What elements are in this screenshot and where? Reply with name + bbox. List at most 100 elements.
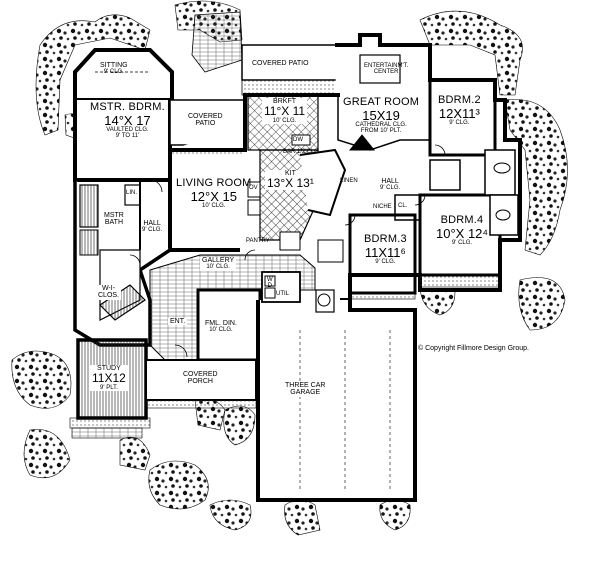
formal-dining-name: FML. DIN. [205,320,237,327]
living-room-label: LIVING ROOM 12°X 15 10' CLG. [176,177,252,210]
great-room-label: GREAT ROOM 15X19 CATHEDRAL CLG. FROM 10'… [343,96,420,135]
niche-label: NICHE [373,204,392,210]
oven-label: OV [249,185,258,191]
niche-name: NICHE [373,204,392,210]
study-label: STUDY 11X12 9' PLT. [90,365,128,392]
garage-name: THREE CAR [285,382,326,389]
bedroom2-label: BDRM.2 12X11³ 9' CLG. [438,94,481,126]
breakfast-dims: 11°X 11 [264,104,306,119]
study-dims: 11X12 [92,371,126,386]
master-suite [73,48,174,182]
right-patio-edges [349,274,501,300]
bedroom3-ceiling: 9' CLG. [375,259,396,266]
bedroom4-dims: 10°X 12⁴ [436,225,488,241]
right-bedrooms [348,78,519,295]
master-bath-name2: BATH [104,219,123,227]
bedroom3-name: BDRM.3 [364,233,407,245]
hall-left-name: HALL [143,220,161,227]
fixtures [247,181,344,307]
study-name: STUDY [97,365,121,372]
closet-name: CL. [398,203,408,209]
closet-label: CL. [398,203,407,209]
washer-dryer-label: W D [267,277,273,290]
sitting-name: SITTING [100,62,128,69]
hall-right-label: HALL 9' CLG. [380,178,400,192]
master-bath-name: MSTR [104,212,124,219]
great-room-ceiling-note: FROM 10' PLT. [360,128,402,135]
kitchen-name: KIT [284,170,296,177]
bedroom2-dims: 12X11³ [438,105,480,121]
copyright-notice: © Copyright Fillmore Design Group. [418,345,529,352]
utility-label: UTIL [276,291,289,297]
lin-name: LIN. [126,190,138,196]
hall-right-name: HALL [381,178,399,185]
entertainment-center-label: ENTERTAINM'T. CENTER [364,63,408,76]
kitchen-dims: 13°X 13¹ [267,176,314,191]
master-bath-label: MSTR BATH [102,212,126,227]
washer-name: W [267,277,273,283]
bedroom2-name: BDRM.2 [438,94,481,106]
door-swings [129,144,446,358]
covered-porch-name2: PORCH [187,378,213,386]
bar-label: BAR 1/2'CLG. [283,149,321,155]
bedroom4-ceiling: 9' CLG. [451,240,473,247]
gallery-label: GALLERY 10' CLG. [200,257,237,271]
linen-label: LINEN [340,178,358,184]
dw-name: DW [293,137,303,143]
master-bedroom-ceiling-note: 9' TO 11' [115,133,140,140]
bar-name: BAR 1/2'CLG. [283,149,321,155]
living-room-ceiling: 10' CLG. [202,203,226,210]
ov-name: OV [249,185,258,191]
utility-name: UTIL [276,291,290,297]
great-room-dims: 15X19 [362,107,400,123]
linen-closet-label: LIN. [126,190,137,196]
dishwasher-label: DW [293,137,303,143]
entertainment-name2: CENTER [373,69,399,76]
gallery-ceiling: 10' CLG. [206,264,230,271]
covered-porch-label: COVERED PORCH [183,371,218,386]
hall-left-label: HALL 9' CLG. [142,220,162,234]
hall-right-ceiling: 9' CLG. [380,185,401,192]
stone-chimney [191,11,243,73]
linen-name: LINEN [340,178,358,184]
covered-patio-label: COVERED PATIO [252,60,309,67]
entertainment-name: ENTERTAINM'T. [364,63,409,69]
utility-room [261,271,301,303]
master-bedroom-name: MSTR. BDRM. [90,101,165,113]
great-room-ceiling: CATHEDRAL CLG. [355,122,407,129]
covered-porch-name: COVERED [183,371,218,378]
formal-dining-label: FML. DIN. 10' CLG. [205,320,237,334]
garage-name2: GARAGE [290,389,321,397]
pantry-name: PANTRY [246,238,270,244]
breakfast-label: BRKFT 11°X 11 10' CLG. [262,98,308,125]
bedroom3-label: BDRM.3 11X11⁶ 9' CLG. [364,233,407,266]
walkin-closet-name2: CLOS. [98,292,120,300]
sitting-room-label: SITTING 9' CLG. [100,62,128,76]
entry-name: ENT. [170,318,186,325]
walkin-closet-name: W-I- [101,285,116,292]
study-ceiling: 9' PLT. [100,384,118,391]
great-room-name: GREAT ROOM [343,96,420,108]
covered-patio-area [241,44,338,96]
kitchen-label: KIT 13°X 13¹ [265,170,316,190]
left-wing [73,180,171,347]
master-bedroom-dims: 14°X 17 [104,112,151,128]
bedroom4-name: BDRM.4 [440,214,484,226]
covered-patio-name: COVERED PATIO [252,60,309,67]
breakfast-name: BRKFT [273,98,296,105]
master-bedroom-label: MSTR. BDRM. 14°X 17 VAULTED CLG. 9' TO 1… [90,101,165,140]
walkin-closet-label: W-I- CLOS. [96,285,122,300]
pantry-label: PANTRY [246,238,270,244]
garage-label: THREE CAR GARAGE [283,382,328,397]
dryer-name: D [267,283,272,290]
formal-dining-ceiling: 10' CLG. [209,327,233,334]
hall-left-ceiling: 9' CLG. [142,227,163,234]
master-bedroom-ceiling: VAULTED CLG. [106,127,149,134]
living-room-dims: 12°X 15 [190,188,237,204]
great-room-walls [337,54,430,151]
master-patio-name2: PATIO [195,120,216,128]
bedroom4-label: BDRM.4 10°X 12⁴ 9' CLG. [436,214,488,247]
master-patio-name: COVERED [188,113,223,120]
bedroom3-dims: 11X11⁶ [364,244,406,260]
